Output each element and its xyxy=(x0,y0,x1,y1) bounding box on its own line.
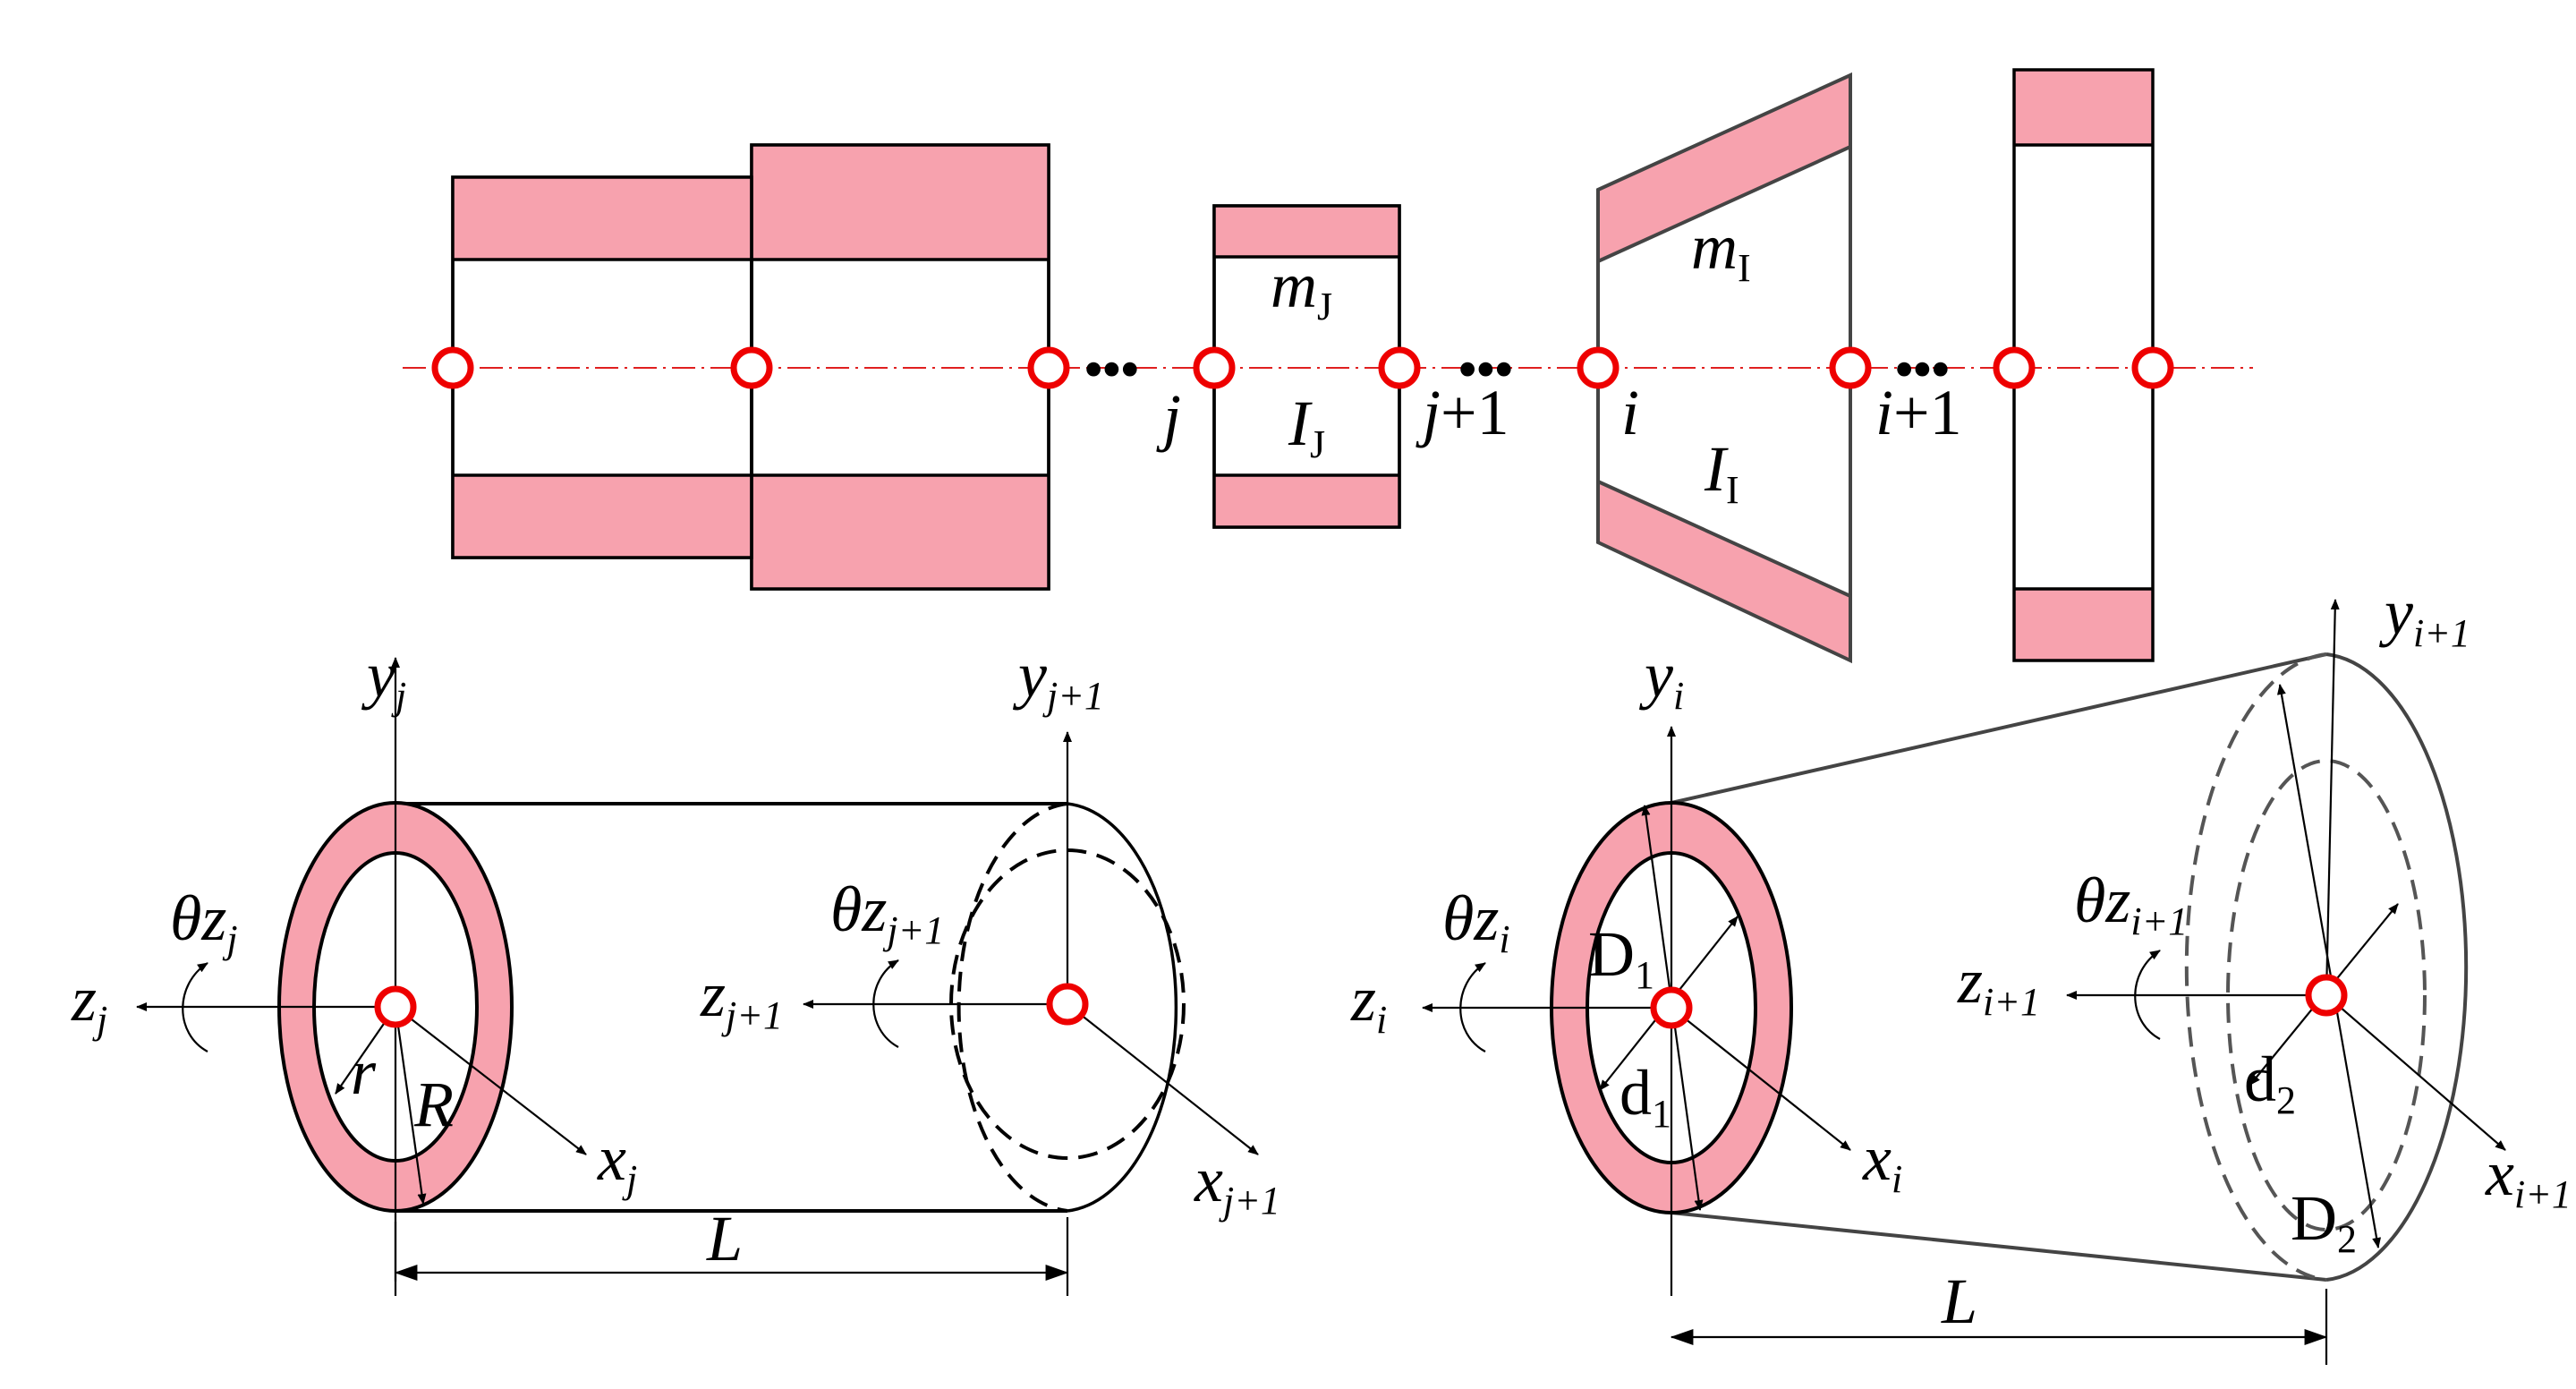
rotation-arrow-j-plus-1 xyxy=(872,959,899,1048)
axis-label-x-j-plus-1: xj+1 xyxy=(1194,1144,1280,1223)
ellipsis-3: ••• xyxy=(1895,340,1950,398)
inner-diameter-d2-label: d2 xyxy=(2244,1044,2296,1122)
conical-element: L yi yi+1 zi zi+1 θzi θzi+1 xi xi+1 D1 d… xyxy=(1350,576,2572,1365)
shaft-wall-top-1 xyxy=(453,177,752,260)
rotation-label-j-plus-1: θzj+1 xyxy=(830,873,944,952)
axis-label-z-i: zi xyxy=(1350,963,1387,1042)
large-end-outer-edge xyxy=(2325,652,2469,1282)
axis-label-z-i-plus-1: zi+1 xyxy=(1957,945,2040,1024)
axis-label-z-j: zj xyxy=(71,963,107,1042)
node-label-j-plus-1: j+1 xyxy=(1416,377,1509,448)
shaft-wall-bottom-2 xyxy=(752,475,1049,589)
far-end-hidden-outer xyxy=(956,802,1068,1213)
large-end-hidden-outer xyxy=(2184,652,2327,1282)
ellipsis-2: ••• xyxy=(1458,340,1513,398)
mass-label-j: mJ xyxy=(1271,250,1332,328)
axis-label-z-j-plus-1: zj+1 xyxy=(700,959,783,1037)
ellipsis-1: ••• xyxy=(1084,340,1139,398)
axis-label-y-j: yj xyxy=(361,639,406,718)
top-shaft-row: mJ IJ mI II ••• ••• ••• xyxy=(403,68,2253,664)
shaft-wall-bottom-1 xyxy=(453,475,752,558)
center-node-i xyxy=(1650,986,1693,1029)
node-1 xyxy=(431,346,474,389)
center-node-j-plus-1 xyxy=(1046,983,1089,1026)
inertia-label-i: II xyxy=(1704,433,1739,512)
rotation-arrow-i-plus-1 xyxy=(2134,950,2161,1040)
large-end-hidden-inner xyxy=(2226,759,2427,1231)
stepped-shaft-element xyxy=(451,143,1050,591)
node-2 xyxy=(730,346,773,389)
outer-diameter-d2-label: D2 xyxy=(2291,1182,2357,1261)
far-end-outer-edge xyxy=(1067,802,1178,1213)
rotation-label-j: θzj xyxy=(170,882,238,961)
axis-label-y-i-plus-1: yi+1 xyxy=(2378,576,2470,655)
node-disk-left xyxy=(1993,346,2036,389)
node-label-j: j xyxy=(1156,381,1181,453)
node-i-plus-1 xyxy=(1829,346,1872,389)
outer-diameter-d2-arrow xyxy=(2276,684,2382,1248)
length-label-right: L xyxy=(1941,1265,1977,1337)
node-label-i: i xyxy=(1621,377,1639,448)
shaft-wall-top-2 xyxy=(752,145,1049,260)
axis-label-y-j-plus-1: yj+1 xyxy=(1012,639,1104,718)
disk-element xyxy=(2012,68,2155,662)
outer-radius-arrow xyxy=(394,1006,427,1205)
axis-label-x-j: xj xyxy=(597,1122,637,1201)
node-j xyxy=(1193,346,1236,389)
rotation-arrow-j xyxy=(182,962,208,1052)
node-3 xyxy=(1027,346,1070,389)
cylindrical-element: L yj yj+1 zj zj+1 θzj θzj+1 xj xj+1 r R xyxy=(71,639,1280,1296)
length-label-left: L xyxy=(706,1203,743,1274)
inner-diameter-d1-label: d1 xyxy=(1620,1057,1671,1136)
axis-label-x-i: xi xyxy=(1862,1122,1902,1201)
outer-radius-label: R xyxy=(413,1069,454,1140)
rotation-label-i: θzi xyxy=(1442,882,1510,961)
node-j-plus-1 xyxy=(1378,346,1421,389)
node-disk-right xyxy=(2131,346,2174,389)
center-node-j xyxy=(374,985,417,1028)
mass-label-i: mI xyxy=(1691,211,1751,290)
outer-diameter-d1-label: D1 xyxy=(1588,918,1654,997)
node-i xyxy=(1577,346,1620,389)
center-node-i-plus-1 xyxy=(2305,974,2348,1017)
rotation-label-i-plus-1: θzi+1 xyxy=(2074,865,2188,943)
rotation-arrow-i xyxy=(1459,962,1486,1052)
node-label-i-plus-1: i+1 xyxy=(1875,377,1962,448)
axis-label-x-i-plus-1: xi+1 xyxy=(2485,1138,2572,1216)
axis-label-y-i: yi xyxy=(1638,639,1684,718)
shaft-element-j: mJ IJ xyxy=(1212,204,1401,529)
inner-radius-label: r xyxy=(351,1036,377,1108)
inertia-label-j: IJ xyxy=(1288,388,1325,466)
